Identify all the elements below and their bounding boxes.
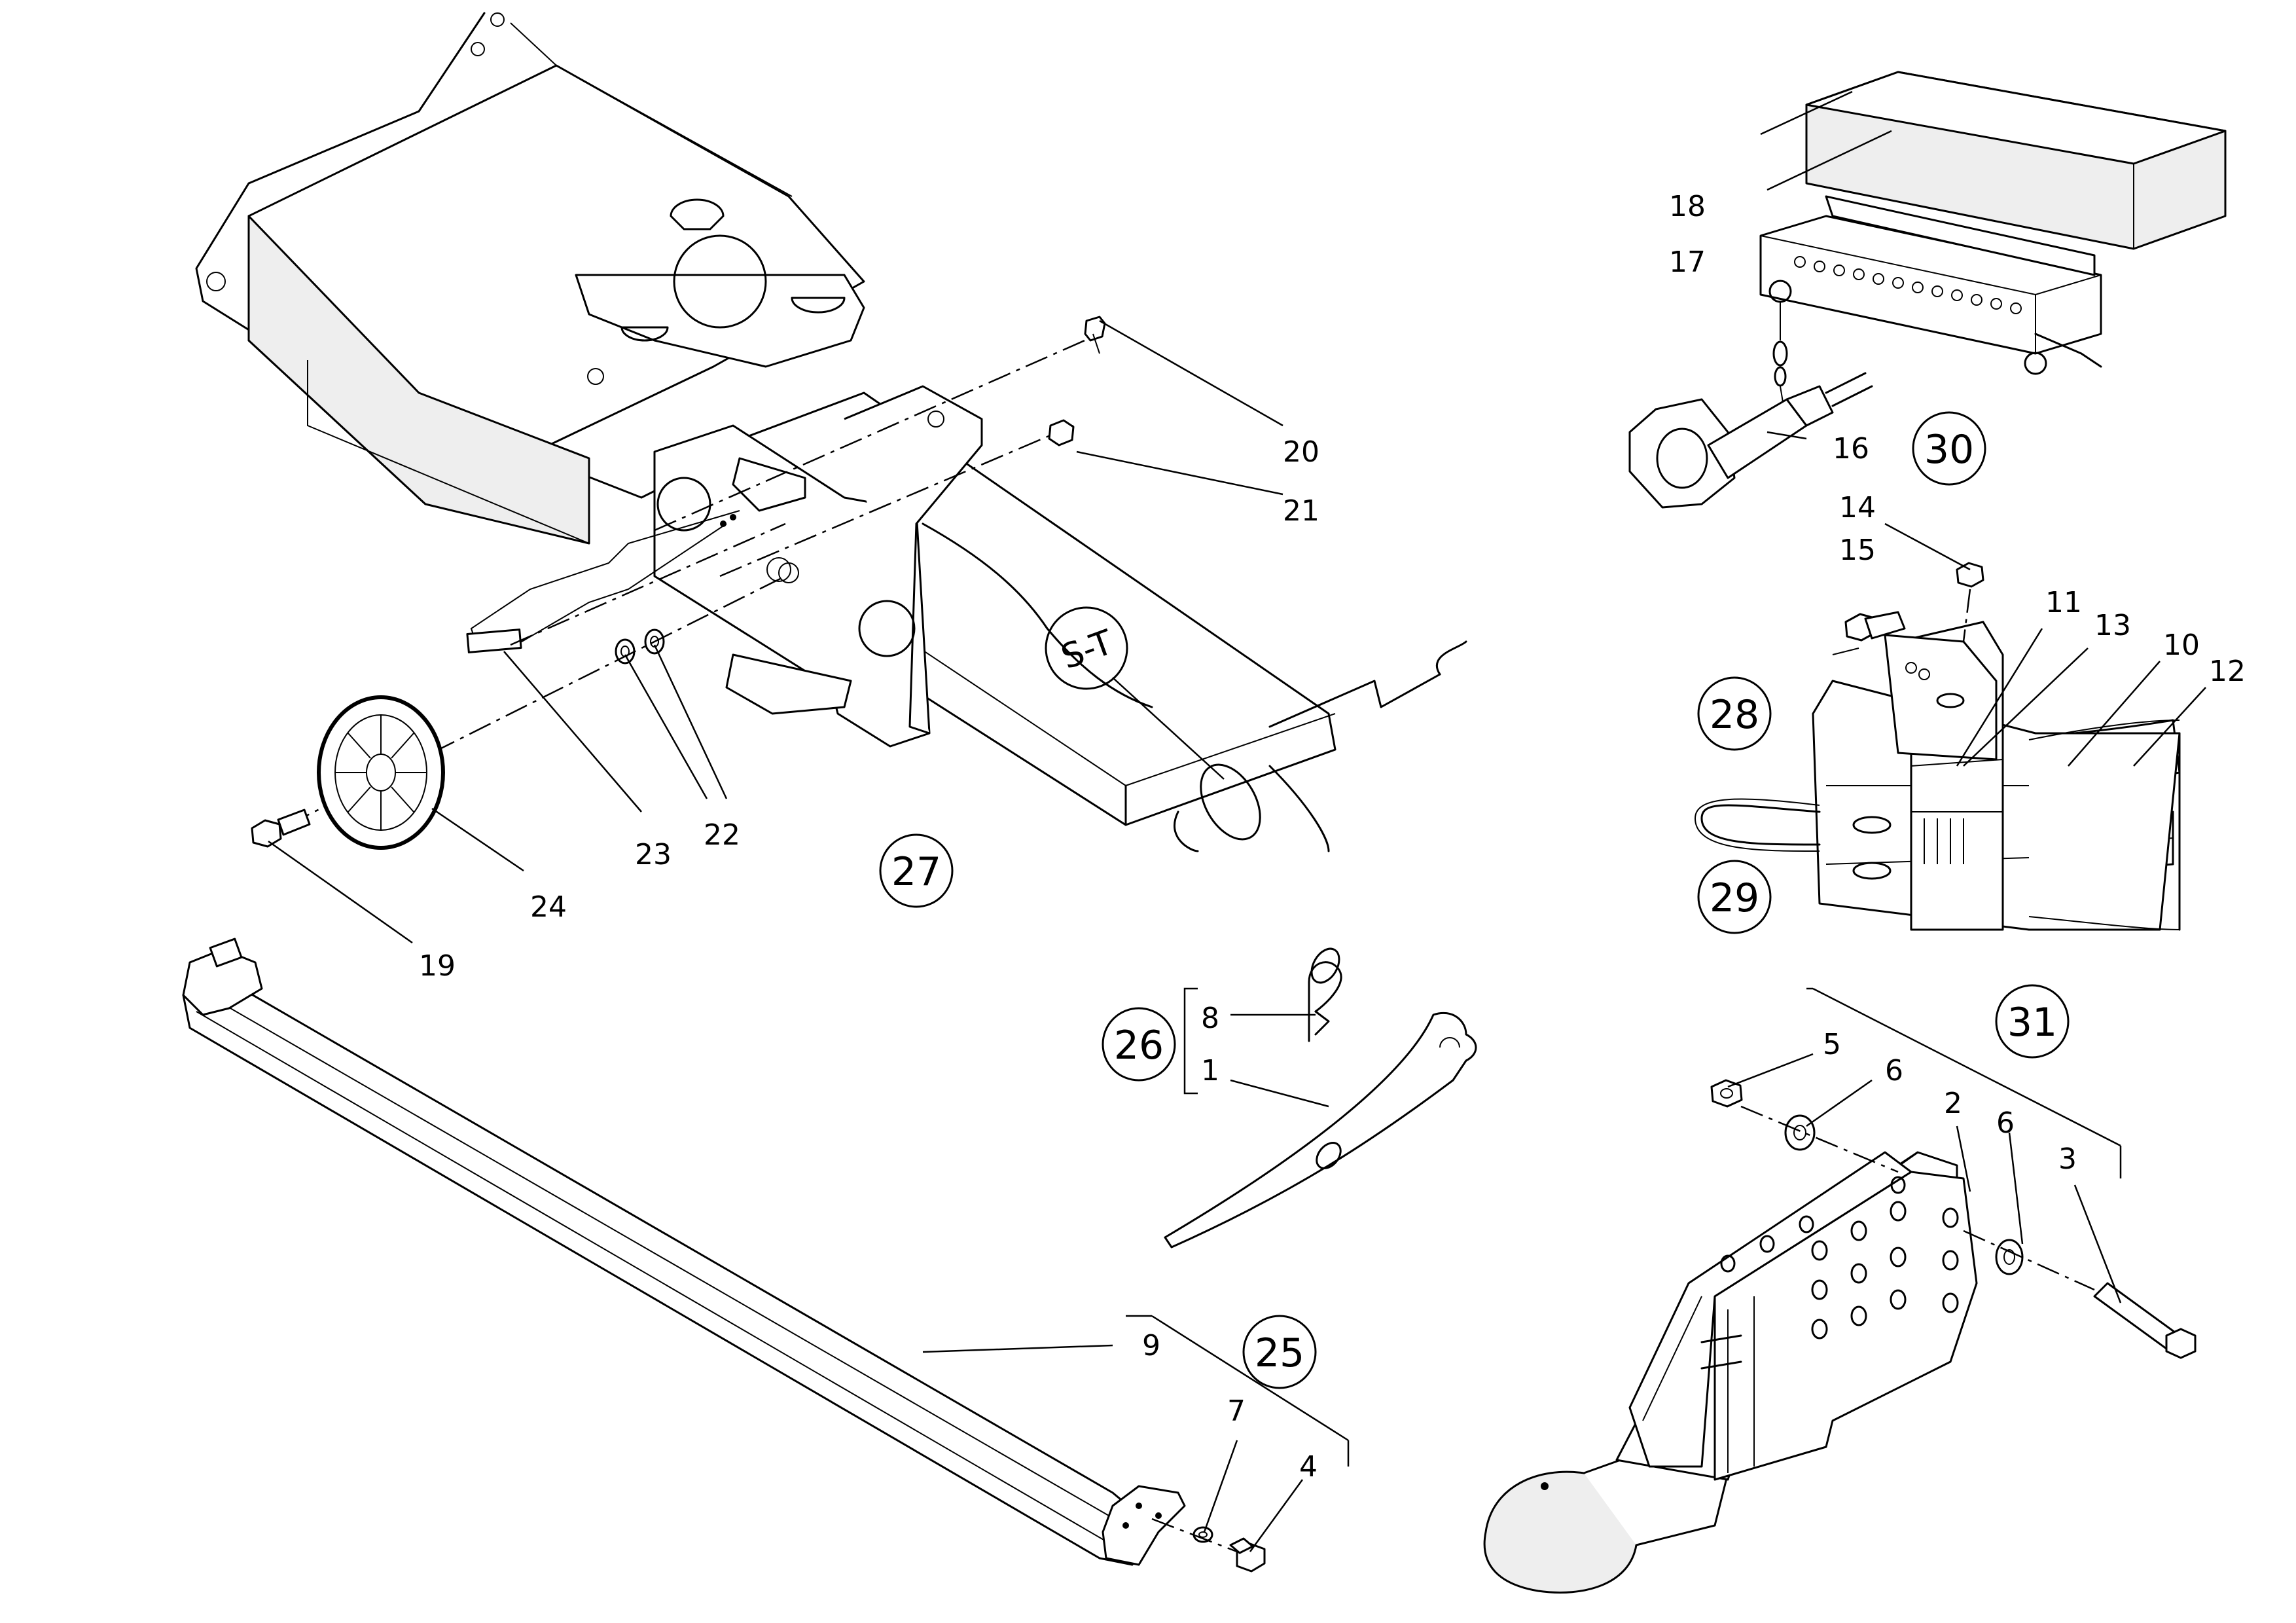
part-6-washer-right: [1995, 1239, 2024, 1275]
part-5-nut: [1710, 1079, 1743, 1108]
callout-4: 4: [1299, 1450, 1318, 1484]
assembly-28: 28: [1710, 692, 1759, 738]
assembly-27: 27: [891, 849, 941, 895]
callout-6-right: 6: [1996, 1106, 2015, 1140]
part-14-nut: [1956, 562, 1984, 642]
part-22-washers: [615, 629, 665, 665]
part-numbers: 20 21 22 23 24 19 8 1 9 7 4 18 17 16 14 …: [419, 190, 2246, 1484]
callout-9: 9: [1142, 1329, 1160, 1362]
assembly-30: 30: [1924, 427, 1974, 473]
assembly-26: 26: [1114, 1023, 1164, 1068]
callout-3: 3: [2058, 1142, 2077, 1176]
callout-1: 1: [1201, 1054, 1219, 1087]
part-6-washer-left: [1784, 1114, 1816, 1151]
callout-16: 16: [1833, 432, 1869, 465]
bracket-26: [1183, 987, 1198, 1095]
callout-8: 8: [1201, 1002, 1219, 1035]
callout-24: 24: [530, 890, 567, 924]
callout-2: 2: [1944, 1087, 1962, 1120]
callout-23: 23: [635, 838, 672, 871]
callout-11: 11: [2045, 586, 2082, 619]
callout-5: 5: [1823, 1028, 1841, 1061]
callout-20: 20: [1283, 435, 1319, 469]
callout-12: 12: [2209, 655, 2246, 688]
part-19-bolt: [251, 809, 311, 848]
part-4-bolt: [1229, 1537, 1266, 1573]
part-3-bolt: [2093, 1282, 2197, 1359]
main-frame-drawing: [195, 12, 1467, 852]
part-24-reflector: [317, 695, 445, 850]
part-7-washer: [1193, 1526, 1213, 1543]
connector-box-drawing: [1628, 71, 2227, 509]
callout-15: 15: [1839, 534, 1876, 567]
assembly-circles: 27 26 25 30 28 29 31: [879, 411, 2070, 1389]
assembly-31: 31: [2007, 1000, 2057, 1046]
callout-13: 13: [2094, 609, 2131, 642]
assembly-29: 29: [1710, 875, 1759, 921]
callout-6-left: 6: [1885, 1054, 1903, 1087]
callout-7: 7: [1227, 1395, 1246, 1428]
part-20-bolt: [1084, 316, 1106, 354]
hitch-pin-plate-drawing: [1164, 947, 1477, 1249]
callout-21: 21: [1283, 494, 1319, 528]
coupler-drawing: [1483, 1151, 1978, 1594]
callout-10: 10: [2163, 629, 2200, 662]
part-21-nut: [1048, 419, 1075, 447]
assembly-25: 25: [1255, 1330, 1304, 1376]
axle-tube-drawing: [182, 938, 1186, 1566]
leader-lines: [268, 90, 2206, 1552]
callout-14: 14: [1839, 491, 1876, 524]
callout-18: 18: [1669, 190, 1706, 223]
callout-22: 22: [704, 818, 740, 852]
part-15-bolt: [1832, 611, 1906, 655]
callout-19: 19: [419, 949, 456, 983]
callout-17: 17: [1669, 246, 1706, 279]
